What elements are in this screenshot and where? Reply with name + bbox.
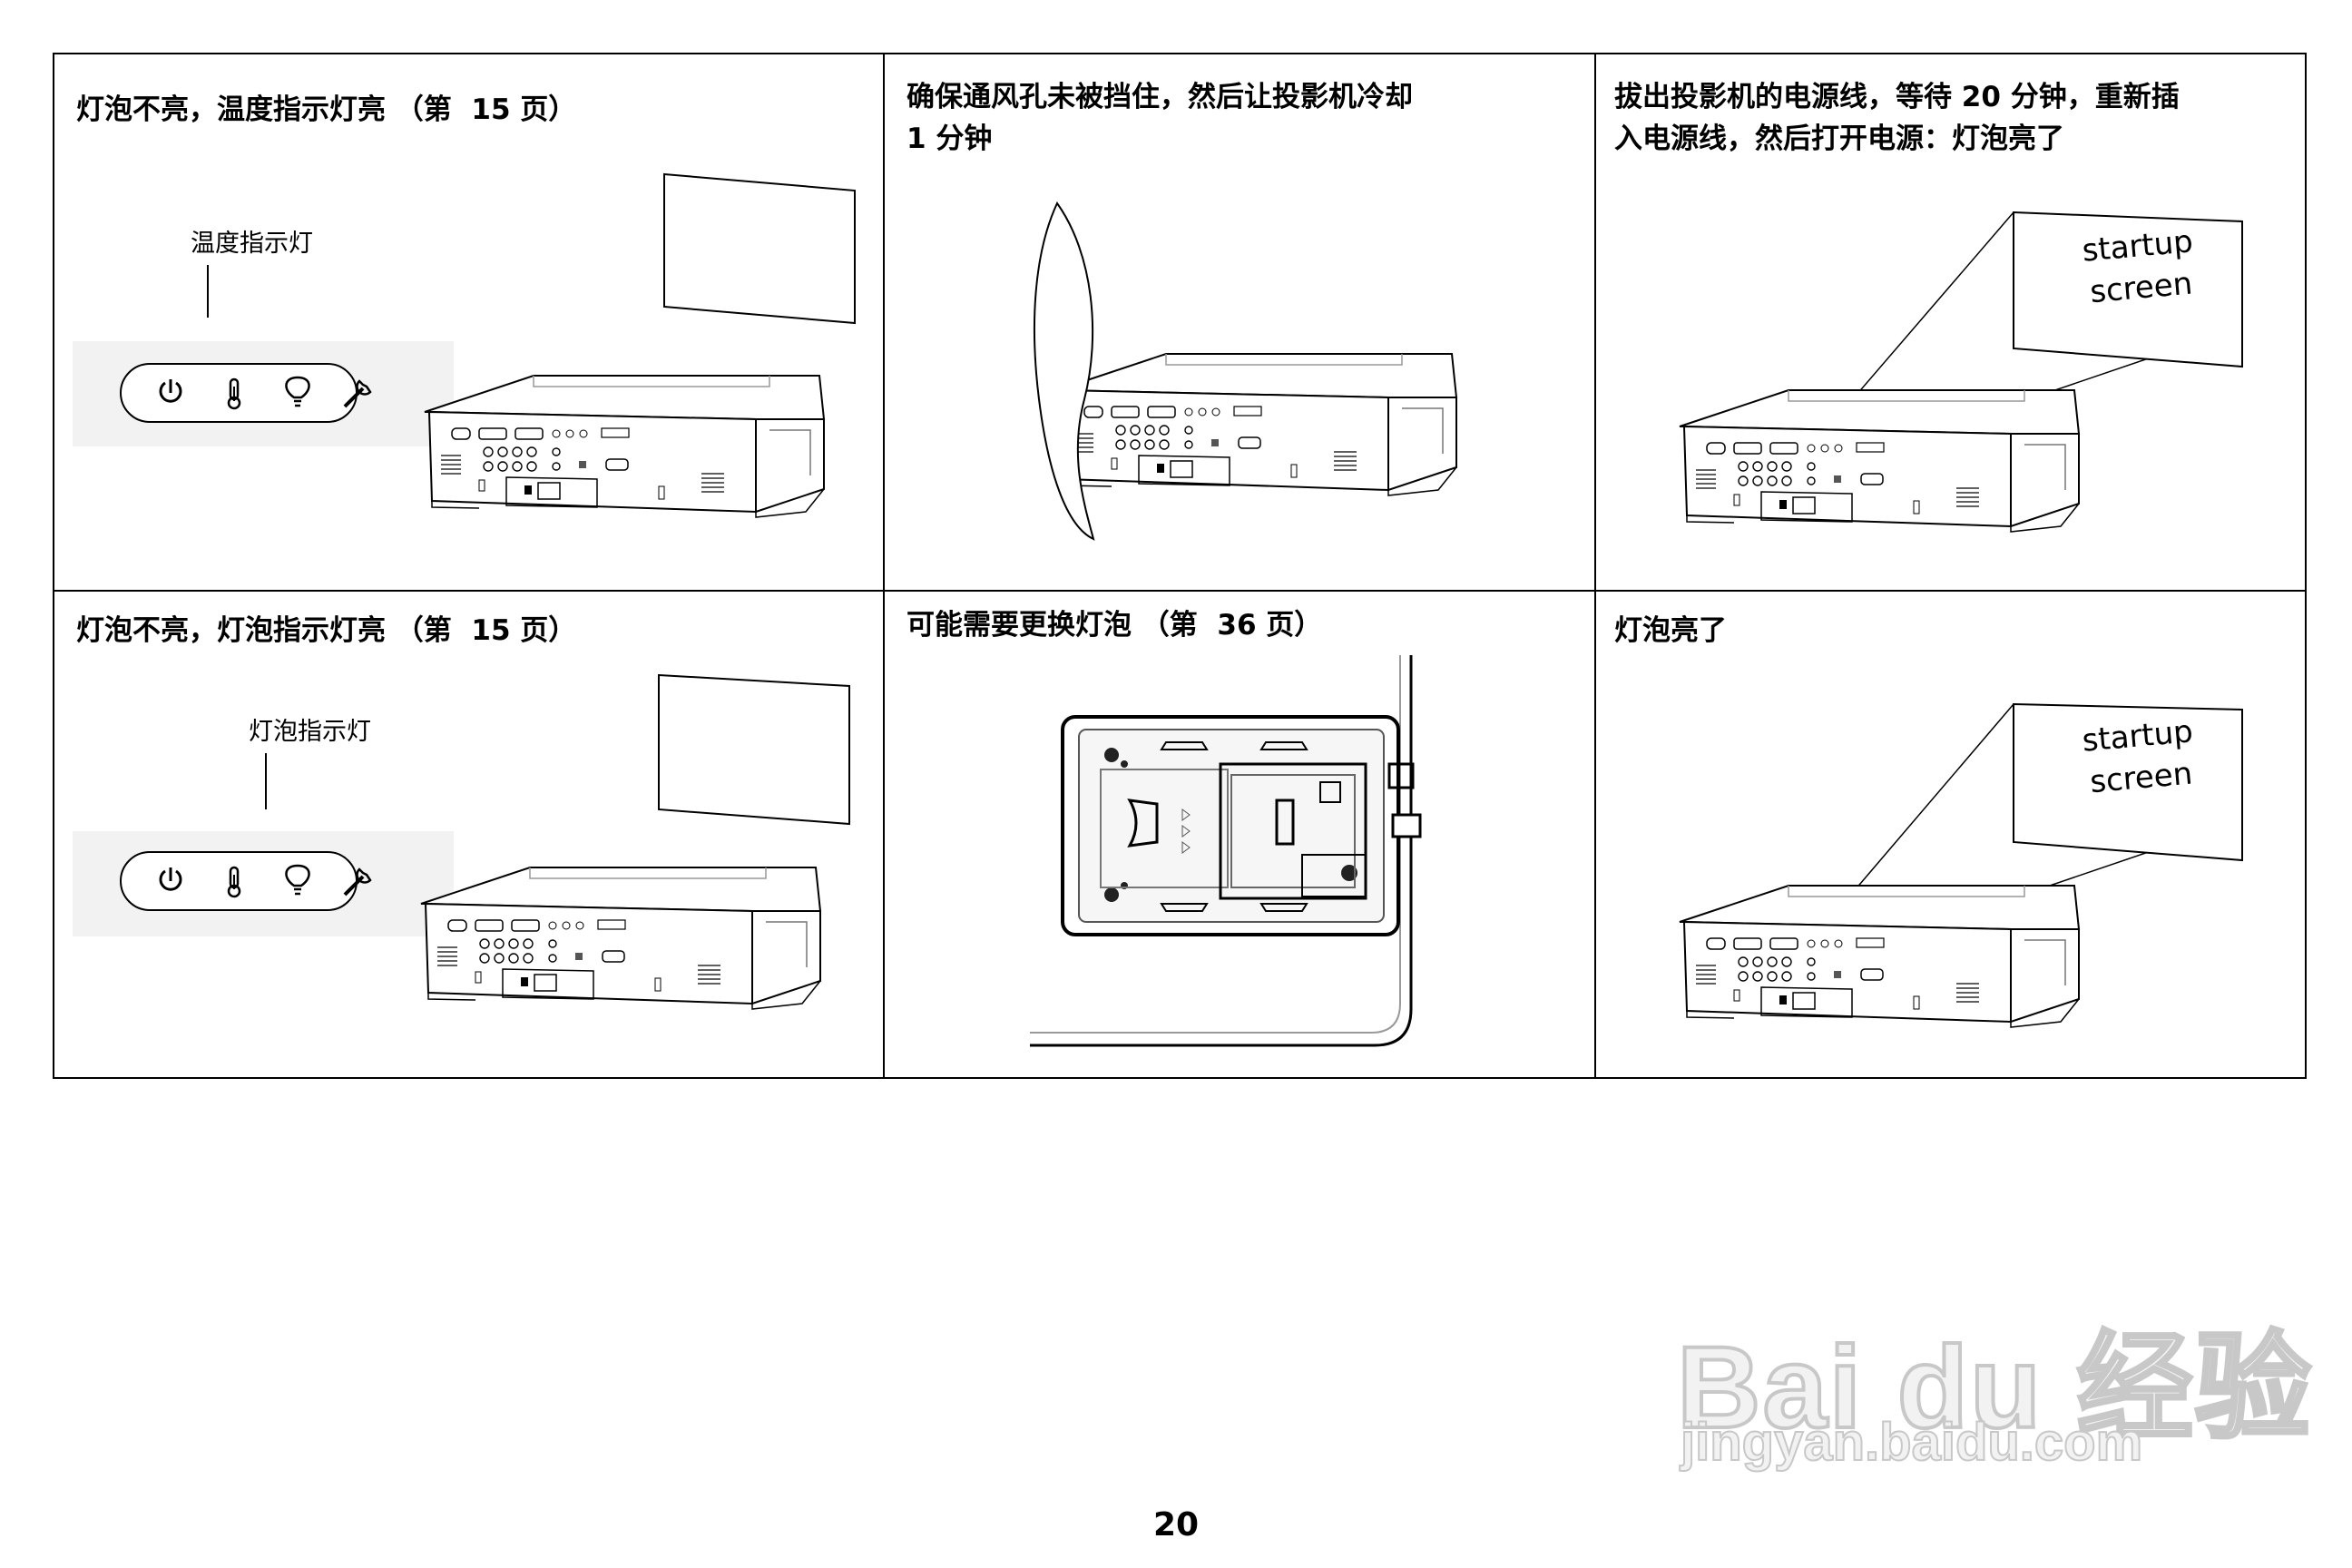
cell-title: 拔出投影机的电源线，等待 20 分钟，重新插 入电源线，然后打开电源：灯泡亮了 bbox=[1614, 81, 2180, 155]
temp-indicator-label: 温度指示灯 bbox=[191, 230, 313, 258]
row-divider bbox=[54, 590, 2305, 592]
paper-sheet-illustration bbox=[1033, 201, 1095, 541]
projector-illustration bbox=[424, 375, 825, 518]
baidu-watermark-url: jingyan.baidu.com bbox=[1680, 1412, 2143, 1473]
cell-title: 灯泡不亮，灯泡指示灯亮 （第 15 页） bbox=[76, 614, 577, 647]
projector-illustration bbox=[420, 867, 821, 1010]
lamp-indicator-label: 灯泡指示灯 bbox=[249, 718, 371, 746]
indicator-panel bbox=[120, 363, 372, 423]
startup-screen-text: startup screen bbox=[2059, 709, 2220, 805]
cell-replace-lamp: 可能需要更换灯泡 （第 36 页） bbox=[885, 592, 1594, 1079]
cell-lamp-on: 灯泡亮了 startup screen bbox=[1596, 592, 2307, 1079]
callout-leader-line bbox=[265, 753, 267, 809]
cell-title: 可能需要更换灯泡 （第 36 页） bbox=[906, 609, 1323, 642]
cell-no-lamp-lamp: 灯泡不亮，灯泡指示灯亮 （第 15 页） 灯泡指示灯 bbox=[54, 592, 883, 1079]
page-number: 20 bbox=[1152, 1506, 1200, 1544]
projector-illustration bbox=[1679, 885, 2080, 1028]
cell-vent-cool: 确保通风孔未被挡住，然后让投影机冷却 1 分钟 bbox=[885, 54, 1594, 590]
callout-leader-line bbox=[207, 265, 209, 318]
cell-no-lamp-temp: 灯泡不亮，温度指示灯亮 （第 15 页） 温度指示灯 bbox=[54, 54, 883, 590]
troubleshooting-grid: 灯泡不亮，温度指示灯亮 （第 15 页） 温度指示灯 确保通风孔未被挡住，然后让… bbox=[53, 53, 2307, 1079]
projector-illustration bbox=[1679, 389, 2080, 533]
indicator-panel bbox=[120, 851, 372, 911]
projection-screen bbox=[663, 172, 856, 325]
cell-title: 确保通风孔未被挡住，然后让投影机冷却 1 分钟 bbox=[906, 81, 1413, 155]
projection-screen bbox=[658, 673, 850, 826]
cell-replug: 拔出投影机的电源线，等待 20 分钟，重新插 入电源线，然后打开电源：灯泡亮了 … bbox=[1596, 54, 2307, 590]
cell-title: 灯泡不亮，温度指示灯亮 （第 15 页） bbox=[76, 93, 577, 126]
cell-title: 灯泡亮了 bbox=[1614, 614, 1727, 647]
startup-screen-text: startup screen bbox=[2059, 219, 2220, 315]
column-divider bbox=[1594, 54, 1596, 1077]
baidu-watermark: Bai du 经验 bbox=[1675, 1321, 2313, 1455]
column-divider bbox=[883, 54, 885, 1077]
lamp-module-diagram bbox=[1030, 655, 1422, 1047]
